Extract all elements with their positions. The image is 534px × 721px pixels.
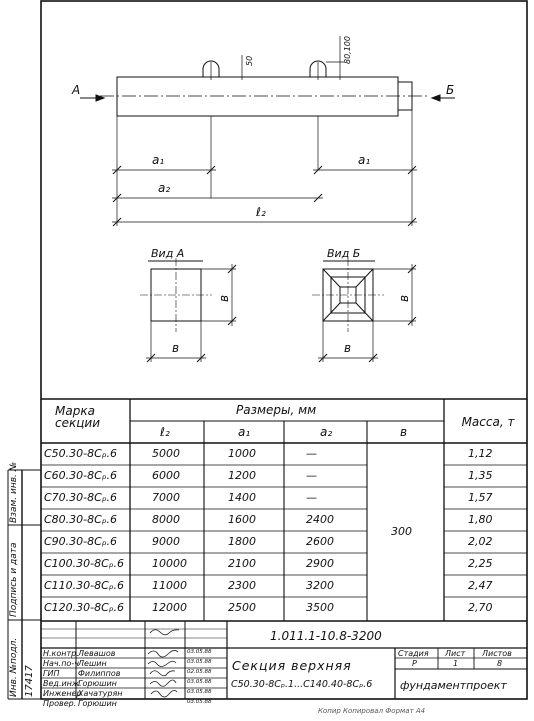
cell-a1: 1000 <box>228 447 256 460</box>
cell-mass: 1,80 <box>468 513 493 526</box>
sheet-value: 1 <box>453 659 459 668</box>
cell-a1: 2500 <box>228 601 256 614</box>
cell-mass: 2,02 <box>468 535 493 548</box>
view-a-dim-v-right: в <box>217 294 231 302</box>
header-marka: Марка секции <box>55 404 100 430</box>
cell-mass: 2,47 <box>468 579 493 592</box>
loop-dim-50: 50 <box>245 55 254 66</box>
cell-l2: 6000 <box>152 469 180 482</box>
cell-l2: 8000 <box>152 513 180 526</box>
sheets-label: Листов <box>482 649 512 658</box>
side-inv-number: 17417 <box>24 665 35 697</box>
cell-mass: 2,70 <box>468 601 493 614</box>
cell-l2: 10000 <box>152 557 187 570</box>
stamp-role: ГИП <box>43 669 60 678</box>
view-a-caption: Вид А <box>151 247 185 260</box>
stamp-date: 03.05.88 <box>187 689 212 695</box>
stamp-role: Провер. <box>43 699 77 708</box>
view-a-dim-v-bottom: в <box>172 341 180 355</box>
cell-a2: — <box>306 491 317 504</box>
view-b-dim-v-right: в <box>397 294 411 302</box>
side-podpis: Подпись и дата <box>9 542 19 617</box>
cell-mark: С110.30-8Сₚ.6 <box>44 579 125 592</box>
cell-v-merged: 300 <box>391 525 412 538</box>
header-razmery: Размеры, мм <box>236 403 317 417</box>
stamp-role: Н.контр. <box>43 649 79 658</box>
cell-a2: 3200 <box>306 579 334 592</box>
header-l2: ℓ₂ <box>160 425 170 439</box>
title-main: Секция верхняя <box>232 658 352 673</box>
cell-mark: С50.30-8Сₚ.6 <box>44 447 118 460</box>
side-inv-podl: Инв. №подл. <box>9 637 19 697</box>
dim-a1-left: a₁ <box>152 153 165 167</box>
header-massa: Масса, т <box>461 415 515 429</box>
cell-a2: 3500 <box>306 601 334 614</box>
loop-dim-80-100: 80,100 <box>343 36 352 64</box>
stamp-role: Вед.инж. <box>43 679 82 688</box>
cell-a1: 1800 <box>228 535 256 548</box>
stamp-date: 03.05.88 <box>187 649 212 655</box>
stamp-name: Левашов <box>78 649 116 658</box>
cell-a2: — <box>306 469 317 482</box>
doc-code: 1.011.1-10.8-3200 <box>270 629 382 643</box>
view-arrow-b-label: Б <box>446 83 455 97</box>
stamp-role: Нач.по-ч <box>43 659 79 668</box>
stage-label: Стадия <box>398 649 429 658</box>
stamp-role: Инженер <box>43 689 82 698</box>
sheets-value: 8 <box>497 659 503 668</box>
cell-a1: 1200 <box>228 469 256 482</box>
header-a1: a₁ <box>238 425 251 439</box>
stamp-date: 03.05.88 <box>187 679 212 685</box>
cell-l2: 12000 <box>152 601 187 614</box>
title-sub: С50.30-8Сₚ.1...С140.40-8Сₚ.6 <box>231 679 373 690</box>
stamp-name: Горюшин <box>78 699 117 708</box>
cell-a1: 1600 <box>228 513 256 526</box>
dim-l2: ℓ₂ <box>256 205 266 219</box>
view-b-caption: Вид Б <box>327 247 361 260</box>
stamp-date: 03.05.88 <box>187 699 212 705</box>
stamp-name: Филиппов <box>78 669 121 678</box>
organization: фундаментпроект <box>400 679 507 692</box>
cell-a1: 1400 <box>228 491 256 504</box>
header-a2: a₂ <box>320 425 333 439</box>
stamp-name: Лешин <box>78 659 107 668</box>
cell-l2: 5000 <box>152 447 180 460</box>
cell-a2: 2600 <box>306 535 334 548</box>
sheet-label: Лист <box>445 649 466 658</box>
cell-l2: 11000 <box>152 579 187 592</box>
cell-a1: 2300 <box>228 579 256 592</box>
stamp-name: Хачатурян <box>78 689 123 698</box>
cell-mark: С80.30-8Сₚ.6 <box>44 513 118 526</box>
cell-a2: — <box>306 447 317 460</box>
footer-scribble: Копир Копировал Формат А4 <box>318 707 426 715</box>
stamp-date: 02.05.88 <box>187 669 212 675</box>
cell-l2: 7000 <box>152 491 180 504</box>
stage-value: Р <box>412 659 417 668</box>
cell-a2: 2400 <box>306 513 334 526</box>
cell-mark: С90.30-8Сₚ.6 <box>44 535 118 548</box>
cell-mass: 1,12 <box>468 447 493 460</box>
view-b-dim-v-bottom: в <box>344 341 352 355</box>
side-vzam: Взам. инв. № <box>9 461 19 523</box>
cell-mass: 1,35 <box>468 469 493 482</box>
cell-a1: 2100 <box>228 557 256 570</box>
cell-a2: 2900 <box>306 557 334 570</box>
cell-mark: С100.30-8Сₚ.6 <box>44 557 125 570</box>
signature-mark <box>147 650 179 658</box>
cell-mark: С60.30-8Сₚ.6 <box>44 469 118 482</box>
stamp-name: Горюшин <box>78 679 117 688</box>
header-v: в <box>400 425 408 439</box>
view-arrow-a-label: А <box>72 83 81 97</box>
cell-mark: С120.30-8Сₚ.6 <box>44 601 125 614</box>
cell-mark: С70.30-8Сₚ.6 <box>44 491 118 504</box>
cell-l2: 9000 <box>152 535 180 548</box>
dim-a2: a₂ <box>158 181 171 195</box>
dim-a1-right: a₁ <box>358 153 371 167</box>
cell-mass: 2,25 <box>468 557 493 570</box>
cell-mass: 1,57 <box>468 491 493 504</box>
stamp-date: 03.05.88 <box>187 659 212 665</box>
